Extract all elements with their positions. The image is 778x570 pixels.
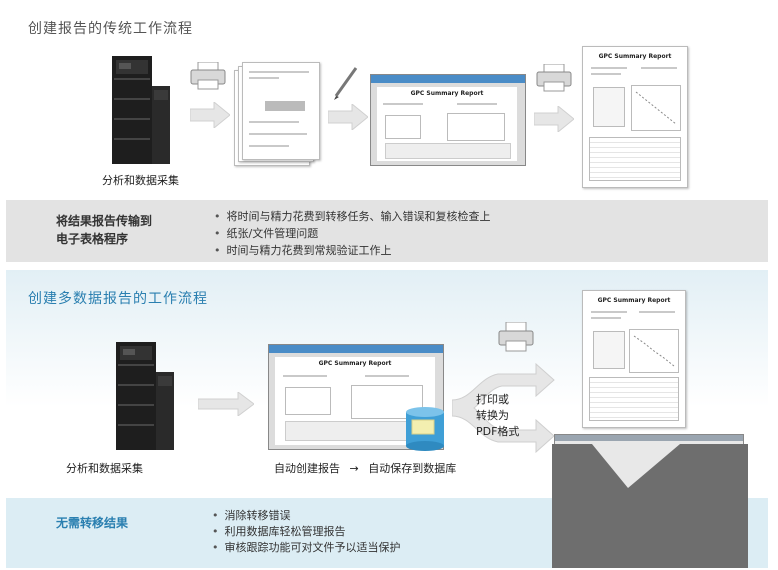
list-item: 将时间与精力花费到转移任务、输入错误和复核检查上 [214, 208, 491, 225]
print-pdf-label: 打印或 转换为 PDF格式 [476, 392, 519, 440]
gray-mask-shape [552, 444, 748, 568]
branch-arrow [452, 362, 555, 454]
printer-icon [190, 62, 226, 90]
printed-report-page: GPC Summary Report [582, 46, 688, 188]
issues-list: 将时间与精力花费到转移任务、输入错误和复核检查上 纸张/文件管理问题 时间与精力… [214, 208, 491, 259]
instrument-caption: 分析和数据采集 [66, 462, 143, 475]
flow-arrow [534, 106, 574, 132]
auto-save-label: 自动保存到数据库 [368, 462, 457, 475]
database-icon [406, 407, 444, 451]
multi-data-workflow-diagram: 创建多数据报告的工作流程 分析和数据采集 GPC Summary Report [6, 270, 768, 500]
flow-caption: 自动创建报告 → 自动保存到数据库 [274, 460, 456, 476]
flow-arrow [198, 392, 254, 416]
flow-arrow [328, 104, 368, 130]
printed-report-page: GPC Summary Report [582, 290, 686, 428]
multi-data-workflow-panel: 创建多数据报告的工作流程 分析和数据采集 GPC Summary Report [6, 270, 768, 568]
list-item: 纸张/文件管理问题 [214, 225, 491, 242]
pen-icon [334, 67, 358, 100]
print-pdf-label-line: PDF格式 [476, 425, 520, 438]
printed-report-title: GPC Summary Report [598, 53, 672, 60]
paper-report-page [242, 62, 320, 160]
benefits-list: 消除转移错误 利用数据库轻松管理报告 审核跟踪功能可对文件予以适当保护 [212, 508, 401, 556]
print-pdf-label-line: 打印或 [476, 393, 509, 406]
list-item: 时间与精力花费到常规验证工作上 [214, 242, 491, 259]
hplc-instrument-icon [116, 342, 174, 450]
auto-report-screenshot: GPC Summary Report [268, 344, 444, 450]
summary-title-line: 电子表格程序 [56, 232, 129, 246]
spreadsheet-report-title: GPC Summary Report [410, 90, 484, 97]
printed-report-title: GPC Summary Report [597, 297, 671, 304]
print-pdf-label-line: 转换为 [476, 409, 509, 422]
auto-report-label: 自动创建报告 [274, 462, 340, 475]
traditional-workflow-diagram: 创建报告的传统工作流程 分析和数据采集 [6, 4, 768, 200]
summary-title-line: 将结果报告传输到 [56, 214, 153, 228]
printer-icon [498, 322, 534, 352]
printer-icon [536, 64, 572, 92]
list-item: 利用数据库轻松管理报告 [212, 524, 401, 540]
summary-title: 将结果报告传输到 电子表格程序 [56, 212, 152, 248]
traditional-workflow-summary: 将结果报告传输到 电子表格程序 将时间与精力花费到转移任务、输入错误和复核检查上… [6, 200, 768, 262]
instrument-caption: 分析和数据采集 [102, 174, 179, 187]
list-item: 审核跟踪功能可对文件予以适当保护 [212, 540, 401, 556]
spreadsheet-screenshot: GPC Summary Report [370, 74, 526, 166]
auto-report-title: GPC Summary Report [318, 360, 392, 367]
list-item: 消除转移错误 [212, 508, 401, 524]
hplc-instrument-icon [112, 56, 170, 164]
traditional-workflow-title: 创建报告的传统工作流程 [28, 21, 193, 37]
summary-title: 无需转移结果 [56, 516, 129, 530]
multi-data-workflow-title: 创建多数据报告的工作流程 [28, 291, 208, 307]
traditional-workflow-panel: 创建报告的传统工作流程 分析和数据采集 [6, 4, 768, 262]
flow-arrow-glyph: → [349, 462, 359, 475]
flow-arrow [190, 102, 230, 128]
